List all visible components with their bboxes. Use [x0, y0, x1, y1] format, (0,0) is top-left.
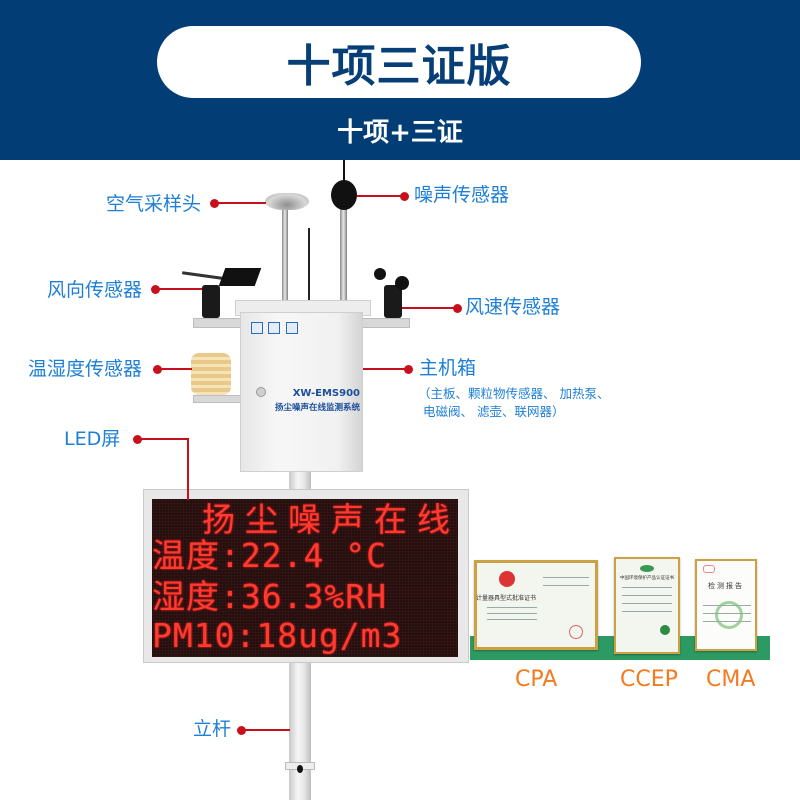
- cert-label-cpa: CPA: [515, 667, 558, 692]
- callout-dot: [453, 304, 462, 313]
- callout-dot: [404, 365, 413, 374]
- sampler-rod: [282, 208, 288, 303]
- box-lock-icon: [256, 387, 266, 397]
- mic-tip: [343, 160, 345, 182]
- cert-text-line: [703, 613, 751, 614]
- cert-logo-icon: [268, 322, 280, 334]
- antenna: [308, 228, 310, 300]
- callout-line: [137, 438, 189, 440]
- device-model: XW-EMS900: [292, 388, 360, 399]
- cert-doc-title: 计量器具型式批准证书: [475, 595, 536, 602]
- seal-icon: [569, 625, 583, 639]
- noise-rod: [340, 208, 347, 303]
- callout-temp-humidity: 温湿度传感器: [28, 358, 143, 380]
- ccep-logo-icon: [640, 565, 654, 572]
- callout-line: [357, 195, 401, 197]
- noise-sensor-head: [331, 180, 357, 210]
- national-emblem-icon: [499, 571, 515, 587]
- callout-dot: [400, 192, 409, 201]
- led-line-1: 扬尘噪声在线: [202, 500, 458, 539]
- cert-label-ccep: CCEP: [620, 667, 678, 692]
- cert-text-line: [622, 603, 672, 604]
- cert-text-line: [487, 613, 537, 614]
- callout-line: [155, 288, 202, 290]
- wind-direction-body: [202, 285, 220, 318]
- led-line-4: PM10:18ug/m3: [152, 616, 403, 655]
- wind-speed-body: [384, 285, 402, 318]
- callout-led-screen: LED屏: [64, 428, 121, 450]
- callout-wind-direction: 风向传感器: [47, 279, 143, 301]
- certificate-cpa: 计量器具型式批准证书: [474, 560, 598, 650]
- cert-text-line: [622, 611, 672, 612]
- cert-text-line: [543, 577, 589, 578]
- led-screen: 扬尘噪声在线 温度:22.4 °C 湿度:36.3%RH PM10:18ug/m…: [152, 499, 458, 657]
- cma-logo-icon: [703, 565, 715, 573]
- callout-line: [157, 368, 192, 370]
- callout-line: [187, 438, 189, 500]
- cert-text-line: [703, 605, 751, 606]
- led-line-3: 湿度:36.3%RH: [152, 577, 387, 616]
- device-name: 扬尘噪声在线监测系统: [274, 403, 360, 413]
- right-bracket: [360, 318, 410, 328]
- callout-pole: 立杆: [193, 718, 232, 740]
- cert-label-cma: CMA: [706, 667, 756, 692]
- callout-line: [363, 368, 406, 370]
- wind-vane-arm: [181, 271, 223, 280]
- callout-line: [241, 729, 290, 731]
- cert-text-line: [487, 607, 537, 608]
- callout-line: [214, 202, 266, 204]
- anemometer-cup-1: [374, 268, 386, 280]
- cert-text-line: [487, 619, 537, 620]
- shield-bracket: [193, 395, 243, 403]
- cert-text-line: [622, 587, 672, 588]
- title-pill: 十项三证版: [157, 26, 641, 98]
- cert-doc-title: 检测报告: [708, 582, 744, 590]
- callout-line: [402, 307, 455, 309]
- cert-logo-icon: [251, 322, 263, 334]
- cert-text-line: [543, 585, 589, 586]
- certificate-cma: 检测报告: [695, 559, 757, 651]
- header-banner: 十项三证版 十项+三证: [0, 0, 800, 160]
- pole-port-icon: [297, 765, 303, 773]
- cert-doc-title: 中国环境保护产品认证证书: [620, 576, 674, 581]
- callout-noise-sensor: 噪声传感器: [414, 184, 510, 206]
- anemometer-cup-2: [395, 276, 409, 290]
- callout-main-box: 主机箱: [419, 357, 477, 379]
- page-subtitle: 十项+三证: [337, 118, 463, 148]
- main-box-detail-2: 电磁阀、 滤壶、联网器）: [423, 404, 565, 419]
- green-stamp-icon: [715, 601, 743, 629]
- led-line-2: 温度:22.4 °C: [152, 536, 387, 575]
- cert-logo-icon: [286, 322, 298, 334]
- callout-wind-speed: 风速传感器: [465, 296, 561, 318]
- radiation-shield: [191, 353, 231, 395]
- green-mark-icon: [660, 625, 670, 635]
- certificate-ccep: 中国环境保护产品认证证书: [614, 557, 680, 654]
- left-bracket: [193, 318, 243, 328]
- air-sampler-head: [265, 193, 309, 210]
- cert-text-line: [622, 595, 672, 596]
- callout-air-sampler: 空气采样头: [106, 193, 202, 215]
- main-box-detail-1: （主板、颗粒物传感器、 加热泵、: [418, 386, 610, 401]
- wind-vane-fin: [218, 268, 262, 286]
- cert-text-line: [703, 621, 751, 622]
- page-title: 十项三证版: [286, 41, 512, 92]
